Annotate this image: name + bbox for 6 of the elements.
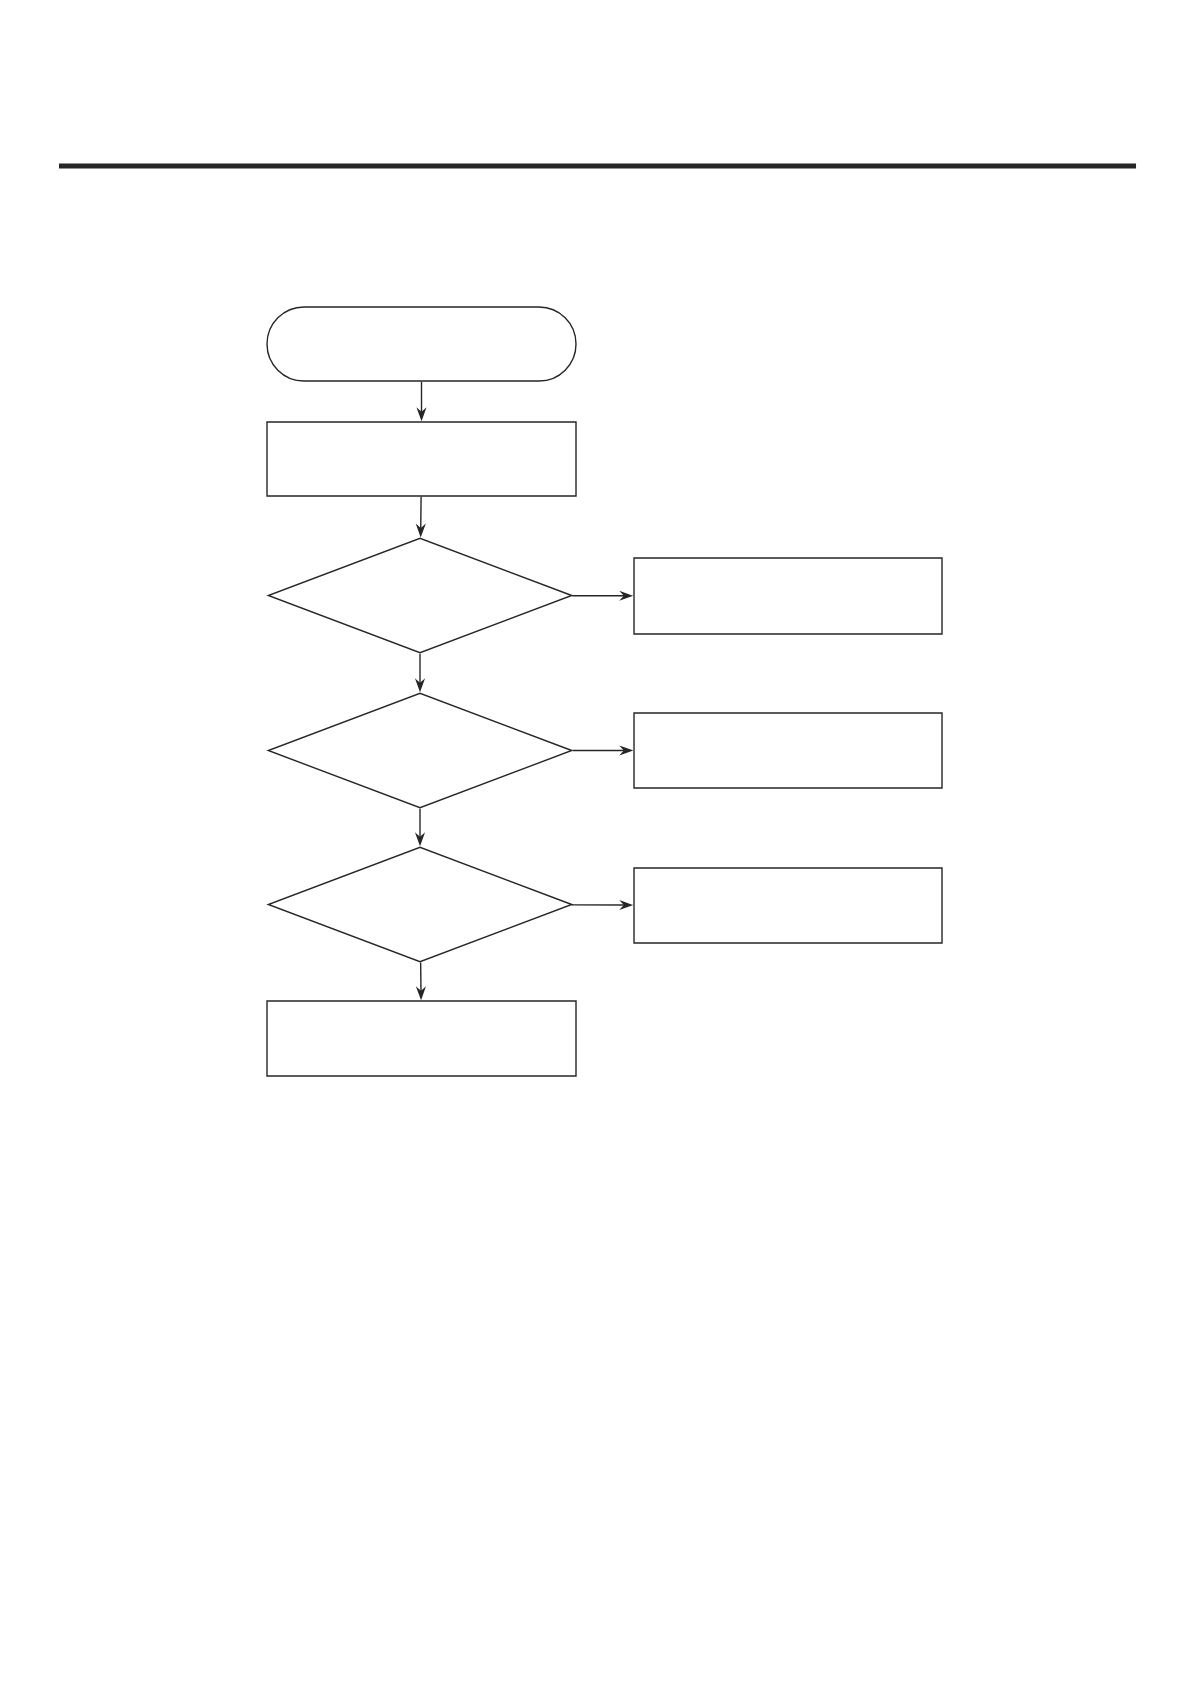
process-box — [633, 712, 943, 789]
process-box — [266, 1000, 577, 1077]
process-box — [633, 867, 943, 944]
process-box — [266, 421, 577, 497]
process-box — [633, 557, 943, 635]
terminal-box — [266, 306, 577, 382]
